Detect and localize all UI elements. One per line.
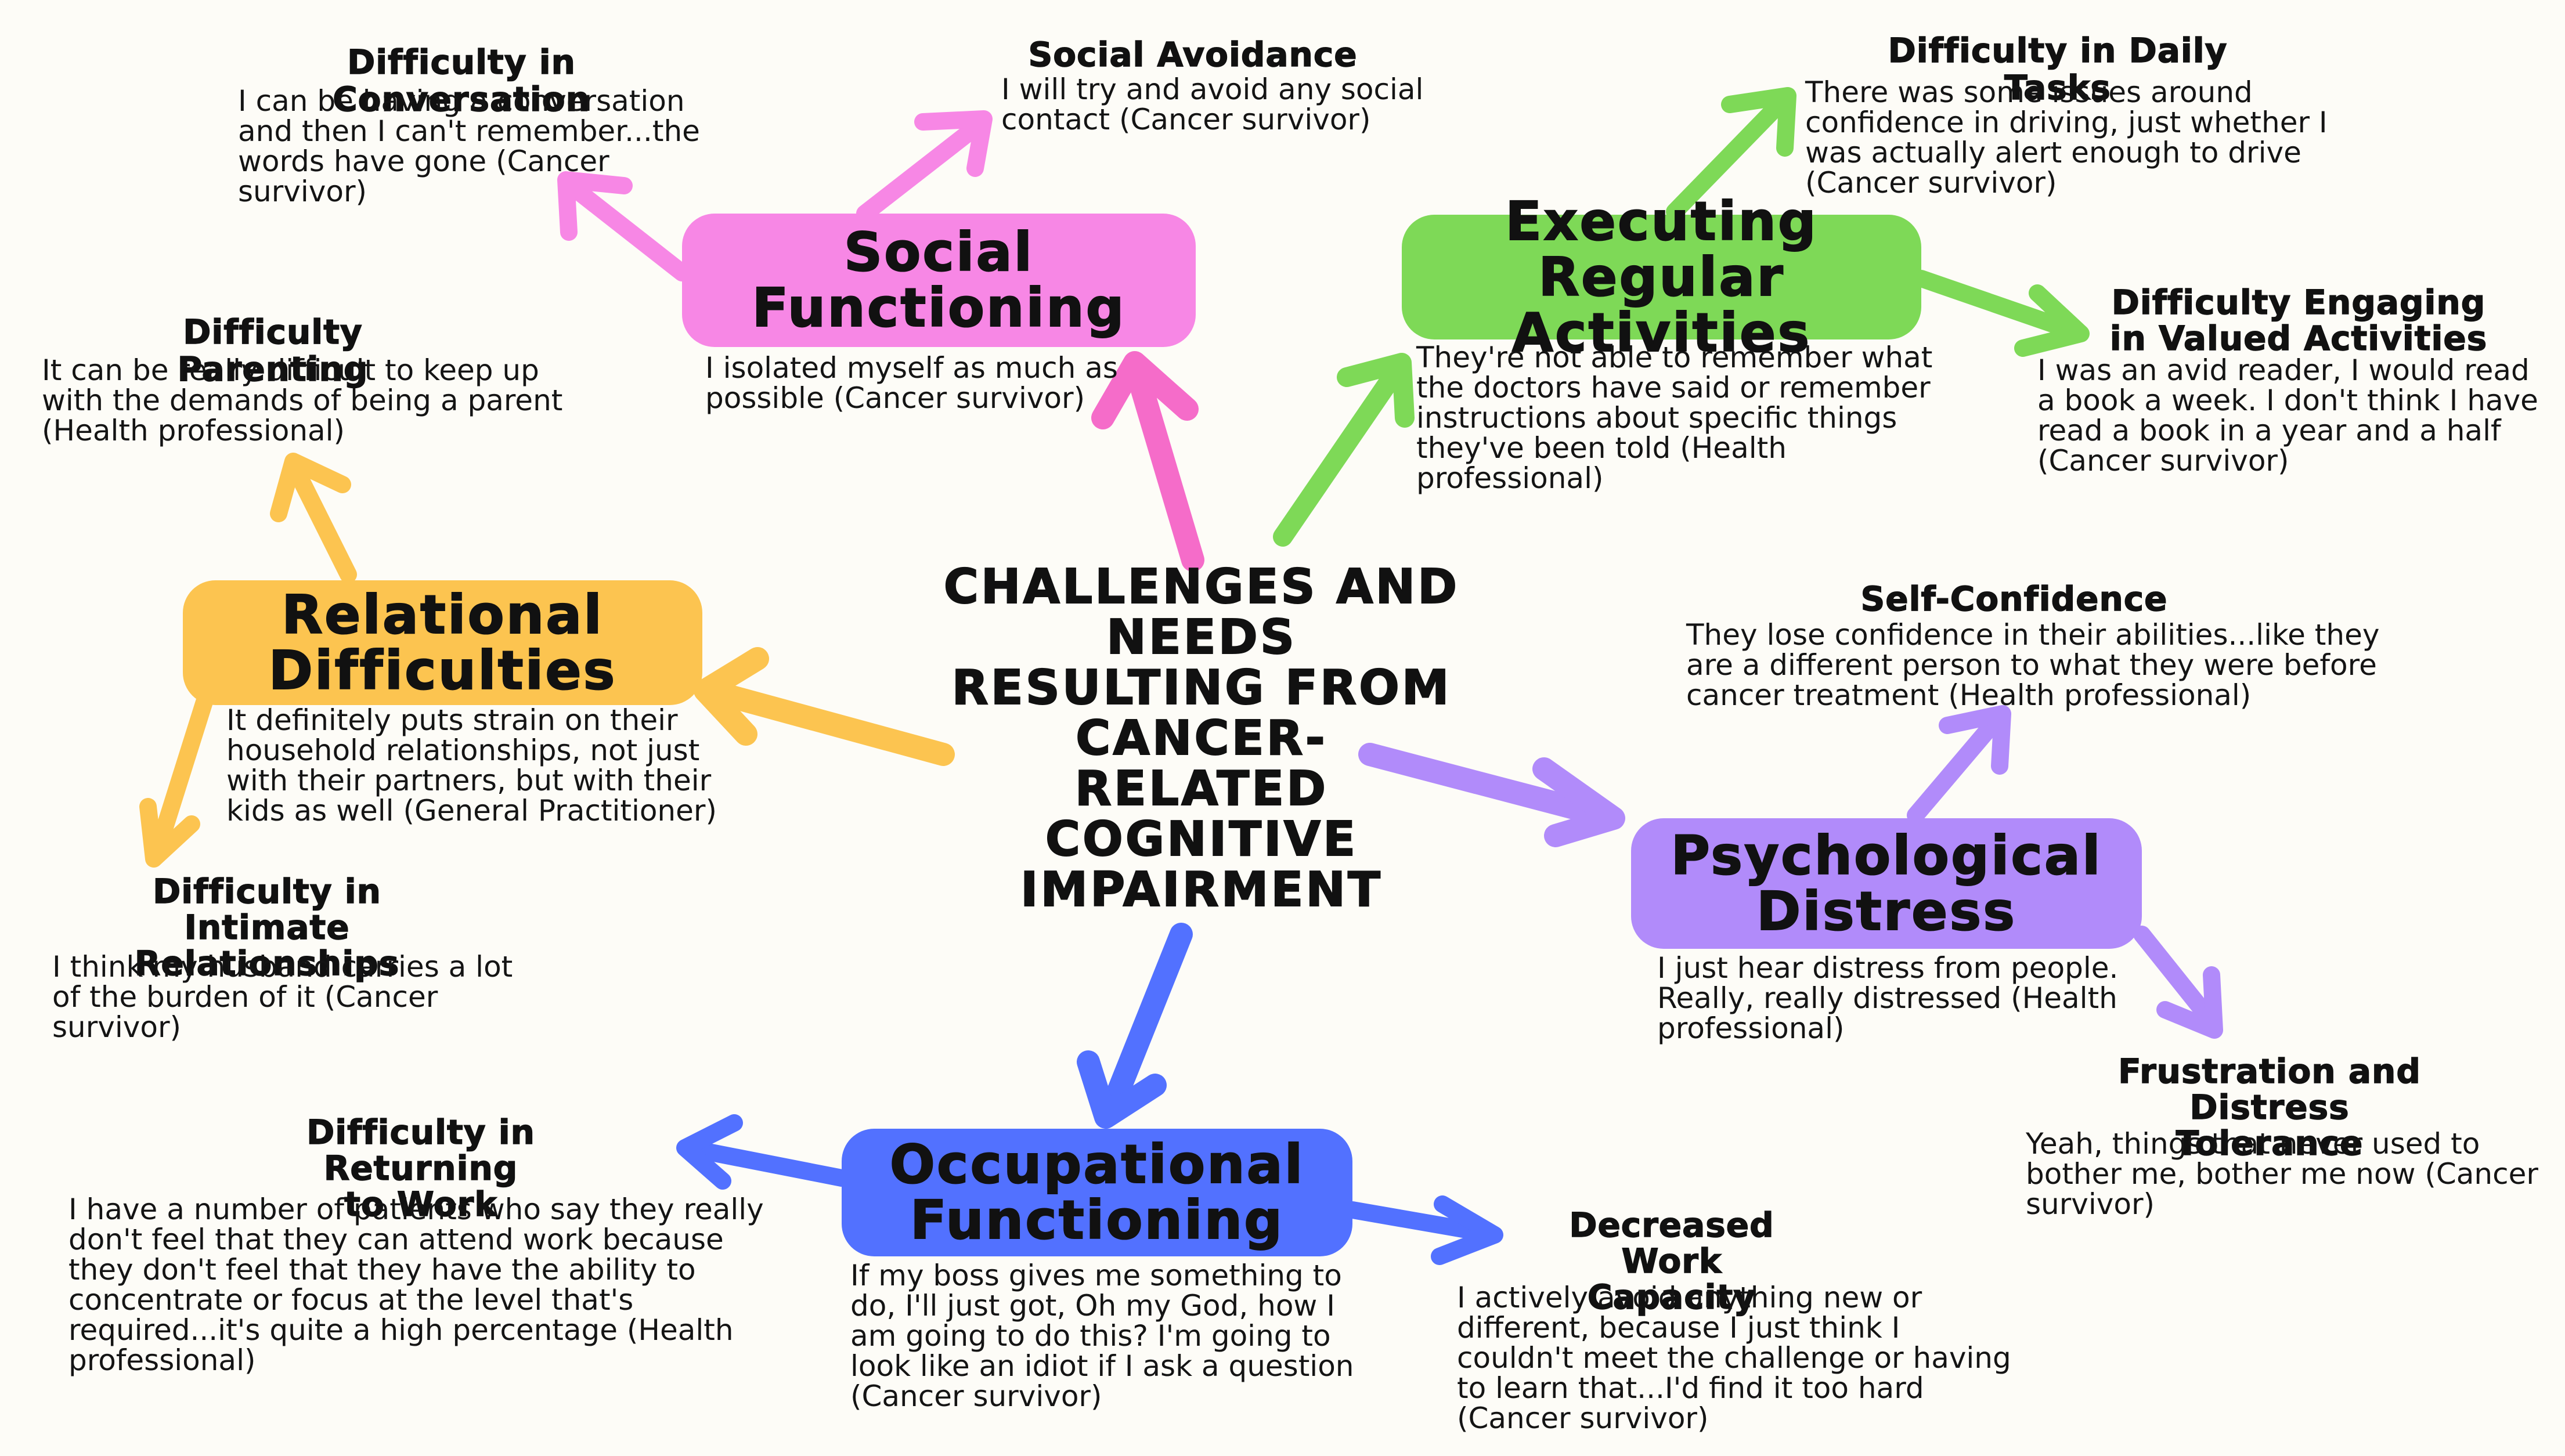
social-functioning-quote: I isolated myself as much as possible (C…	[705, 351, 1118, 415]
psychological-distress-node: Psychological Distress	[1631, 818, 2142, 949]
arrow-social-to-conversation	[557, 171, 691, 281]
conversation-quote: I can be having a conversation and then …	[238, 84, 700, 208]
psychological-distress-quote: I just hear distress from people. Really…	[1657, 951, 2119, 1045]
frustration-tolerance-title: Frustration and Distress Tolerance	[2117, 1052, 2421, 1163]
intimate-relationships-title: Difficulty in Intimate Relationships	[134, 872, 400, 983]
executing-activities-node: Executing Regular Activities	[1402, 193, 1921, 361]
returning-work-quote: I have a number of patients who say they…	[68, 1193, 764, 1377]
arrow-relational-to-parenting	[270, 453, 357, 583]
arrow-center-to-executing	[1273, 353, 1415, 547]
arrow-social-to-avoidance	[856, 110, 993, 222]
valued-activities-title: Difficulty Engaging in Valued Activities	[2109, 283, 2488, 358]
parenting-quote: It can be really difficult to keep up wi…	[42, 353, 563, 447]
arrow-executing-to-daily-tasks	[1666, 87, 1796, 221]
returning-work-title: Difficulty in Returning to Work	[306, 1112, 535, 1224]
self-confidence-quote: They lose confidence in their abilities.…	[1686, 618, 2380, 712]
arrow-occupational-to-work-capacity	[1344, 1195, 1503, 1265]
work-capacity-quote: I actively avoid anything new or differe…	[1457, 1281, 2011, 1435]
occupational-functioning-quote: If my boss gives me something to do, I'l…	[850, 1259, 1354, 1413]
social-avoidance-title: Social Avoidance	[1028, 35, 1358, 74]
social-functioning-node: Social Functioning	[682, 214, 1196, 347]
arrow-psychological-to-self-confidence	[1907, 705, 2011, 824]
arrow-relational-to-intimate	[139, 688, 215, 868]
arrow-psychological-to-frustration	[2133, 926, 2223, 1039]
central-title: CHALLENGES AND NEEDS RESULTING FROM CANC…	[943, 559, 1460, 917]
conversation-title: Difficulty in Conversation	[332, 42, 590, 119]
arrow-center-to-occupational	[1077, 923, 1193, 1129]
daily-tasks-title: Difficulty in Daily Tasks	[1888, 31, 2228, 107]
valued-activities-quote: I was an avid reader, I would read a boo…	[2037, 353, 2538, 478]
executing-activities-quote: They're not able to remember what the do…	[1416, 341, 1933, 495]
arrow-center-to-social	[1091, 351, 1204, 572]
arrow-center-to-psychological	[1358, 743, 1625, 847]
social-avoidance-quote: I will try and avoid any social contact …	[1001, 73, 1424, 136]
frustration-tolerance-quote: Yeah, things that never used to bother m…	[2026, 1127, 2538, 1221]
arrow-occupational-to-returning-work	[676, 1114, 850, 1190]
arrow-executing-to-valued	[1913, 270, 2090, 357]
relational-difficulties-node: Relational Difficulties	[183, 580, 702, 705]
occupational-functioning-node: Occupational Functioning	[842, 1129, 1352, 1256]
arrow-center-to-relational	[694, 647, 955, 766]
work-capacity-title: Decreased Work Capacity	[1569, 1205, 1774, 1317]
parenting-title: Difficulty Parenting	[177, 312, 369, 389]
intimate-relationships-quote: I think my husband carries a lot of the …	[52, 950, 513, 1044]
relational-difficulties-quote: It definitely puts strain on their house…	[226, 703, 717, 828]
daily-tasks-quote: There was some issues around confidence …	[1805, 75, 2328, 200]
self-confidence-title: Self-Confidence	[1860, 579, 2168, 619]
